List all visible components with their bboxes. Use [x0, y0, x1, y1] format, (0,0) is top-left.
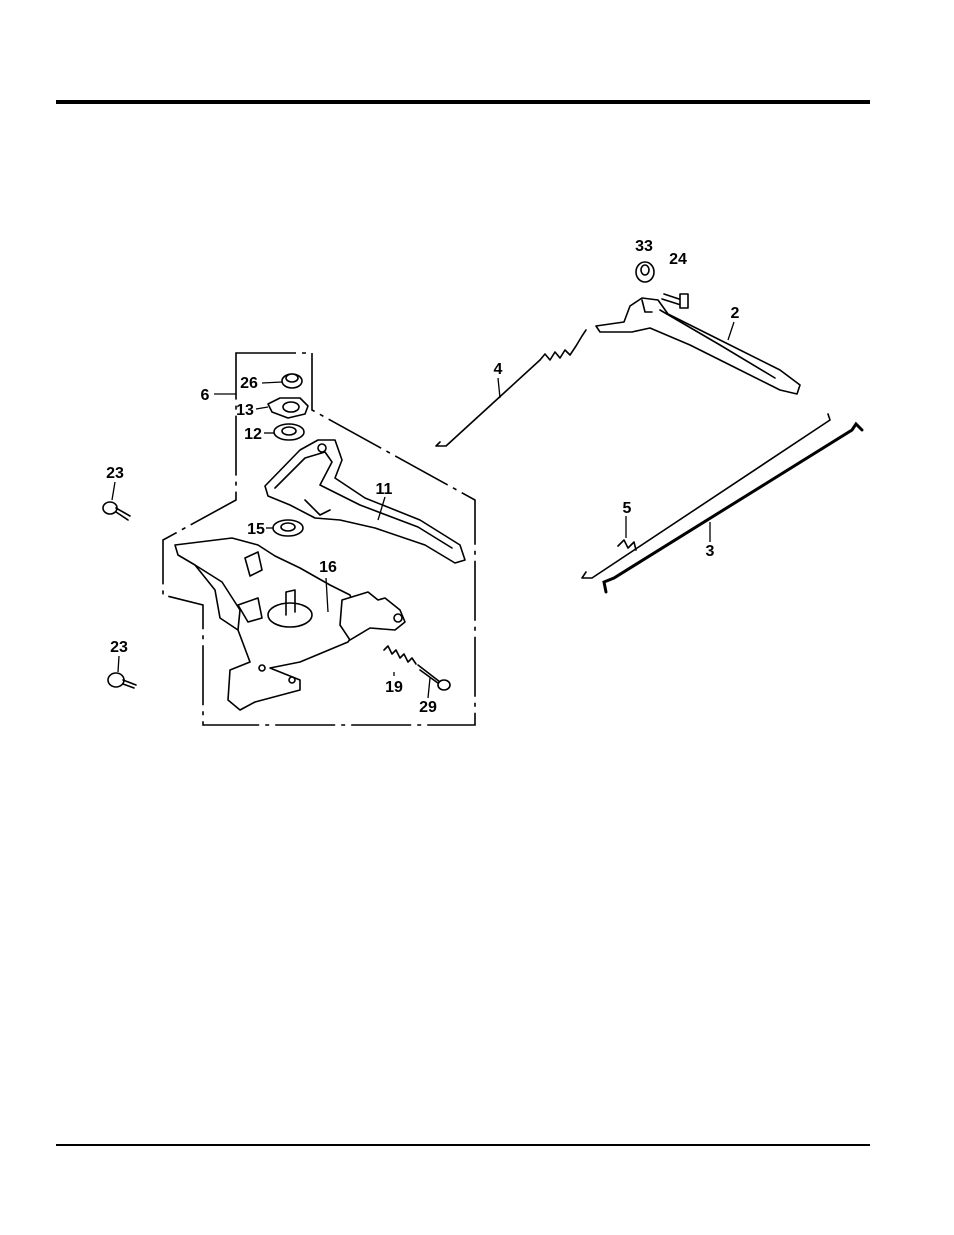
part-33-nut[interactable]	[636, 262, 654, 282]
part-23-bolt-upper[interactable]	[103, 482, 130, 520]
callout-19: 19	[385, 679, 403, 696]
callout-2: 2	[731, 305, 740, 322]
part-2-lever[interactable]	[596, 298, 800, 394]
callout-3: 3	[706, 543, 715, 560]
callout-29: 29	[419, 699, 437, 716]
callout-16: 16	[319, 559, 337, 576]
part-19-spring[interactable]	[384, 646, 416, 676]
part-29-screw[interactable]	[418, 665, 450, 698]
part-12-washer[interactable]	[264, 424, 304, 440]
part-13-plate[interactable]	[256, 398, 308, 418]
part-26-nut[interactable]	[262, 374, 302, 388]
callout-12: 12	[244, 426, 262, 443]
callout-11: 11	[376, 481, 393, 498]
part-11-arm[interactable]	[265, 440, 465, 563]
callout-26: 26	[240, 375, 258, 392]
callout-23-upper: 23	[106, 465, 124, 482]
part-16-base-plate[interactable]	[175, 538, 405, 710]
callout-4: 4	[494, 361, 503, 378]
callout-13: 13	[236, 402, 254, 419]
part-24-bolt[interactable]	[662, 294, 688, 308]
callout-23-lower: 23	[110, 639, 128, 656]
callout-33: 33	[635, 238, 653, 255]
part-23-bolt-lower[interactable]	[108, 656, 136, 688]
part-15-washer[interactable]	[266, 520, 303, 536]
callout-6: 6	[201, 387, 210, 404]
callout-5: 5	[623, 500, 632, 517]
part-4-rod[interactable]	[436, 330, 586, 446]
part-5-spring[interactable]	[618, 516, 636, 550]
callout-15: 15	[247, 521, 265, 538]
callout-24: 24	[669, 251, 687, 268]
